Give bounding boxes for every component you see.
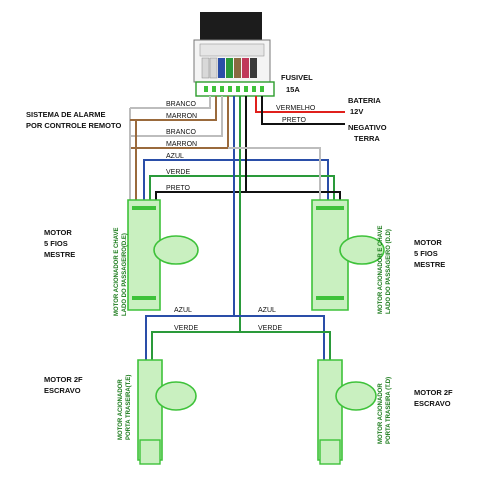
left-master-body-1: MOTOR ACIONADOR E CHAVE <box>114 227 120 316</box>
alarm-line1: SISTEMA DE ALARME <box>26 110 105 119</box>
bus-wire-blue: AZUL <box>166 153 184 160</box>
left-slave-body-1: MOTOR ACIONADOR <box>118 379 124 440</box>
connector-housing <box>200 12 262 42</box>
right-master-body-1: MOTOR ACIONADOR E CHAVE <box>378 225 384 314</box>
black-ground-wire <box>261 96 345 125</box>
left-slave-body-2: PORTA TRASEIRA(T.E) <box>126 375 132 440</box>
right-master-line3: MESTRE <box>414 260 445 269</box>
right-slave-body-2: PORTA TRASEIRA (T.D) <box>386 377 392 444</box>
right-master-line2: 5 FIOS <box>414 249 438 258</box>
ground-subtitle: TERRA <box>354 134 380 143</box>
battery-red-label: VERMELHO <box>276 105 316 112</box>
battery-title: BATERIA <box>348 96 381 105</box>
alarm-wire-3: BRANCO <box>166 129 197 136</box>
slave-right-green: VERDE <box>258 325 282 332</box>
alarm-wire-1: BRANCO <box>166 101 197 108</box>
motor-left-slave-shape <box>137 359 197 465</box>
bus-wires <box>143 96 341 200</box>
right-slave-line1: MOTOR 2F <box>414 388 453 397</box>
bus-wire-green: VERDE <box>166 169 190 176</box>
main-connector <box>193 12 275 97</box>
battery-wires <box>255 96 345 125</box>
left-master-feed <box>129 108 137 200</box>
alarm-wire-2: MARRON <box>166 113 197 120</box>
fuse-rating: 15A <box>286 85 300 94</box>
left-slave-line2: ESCRAVO <box>44 386 81 395</box>
slave-left-green: VERDE <box>174 325 198 332</box>
left-master-line3: MESTRE <box>44 250 75 259</box>
alarm-line2: POR CONTROLE REMOTO <box>26 121 121 130</box>
left-slave-line1: MOTOR 2F <box>44 375 83 384</box>
slave-right-blue: AZUL <box>258 307 276 314</box>
motor-right-slave-shape <box>317 359 377 465</box>
slave-left-blue: AZUL <box>174 307 192 314</box>
ground-title: NEGATIVO <box>348 123 387 132</box>
left-master-line2: 5 FIOS <box>44 239 68 248</box>
connector-pins <box>201 57 257 79</box>
motor-right-master-shape <box>311 199 385 311</box>
right-master-body-2: LADO DO PASSAGEIRO (D.D) <box>386 229 392 314</box>
right-master-line1: MOTOR <box>414 238 442 247</box>
fuse-label: FUSIVEL <box>281 73 313 82</box>
slave-trunk <box>145 160 331 360</box>
right-slave-body-1: MOTOR ACIONADOR <box>378 383 384 444</box>
red-wire <box>255 96 345 113</box>
right-slave-line2: ESCRAVO <box>414 399 451 408</box>
battery-black-label: PRETO <box>282 117 307 124</box>
alarm-wire-4: MARRON <box>166 141 197 148</box>
motor-left-master-shape <box>127 199 199 311</box>
battery-voltage: 12V <box>350 107 363 116</box>
left-master-body-2: LADO DO PASSAGEIRO(D.E) <box>122 233 128 316</box>
left-master-line1: MOTOR <box>44 228 72 237</box>
bus-wire-black: PRETO <box>166 185 191 192</box>
